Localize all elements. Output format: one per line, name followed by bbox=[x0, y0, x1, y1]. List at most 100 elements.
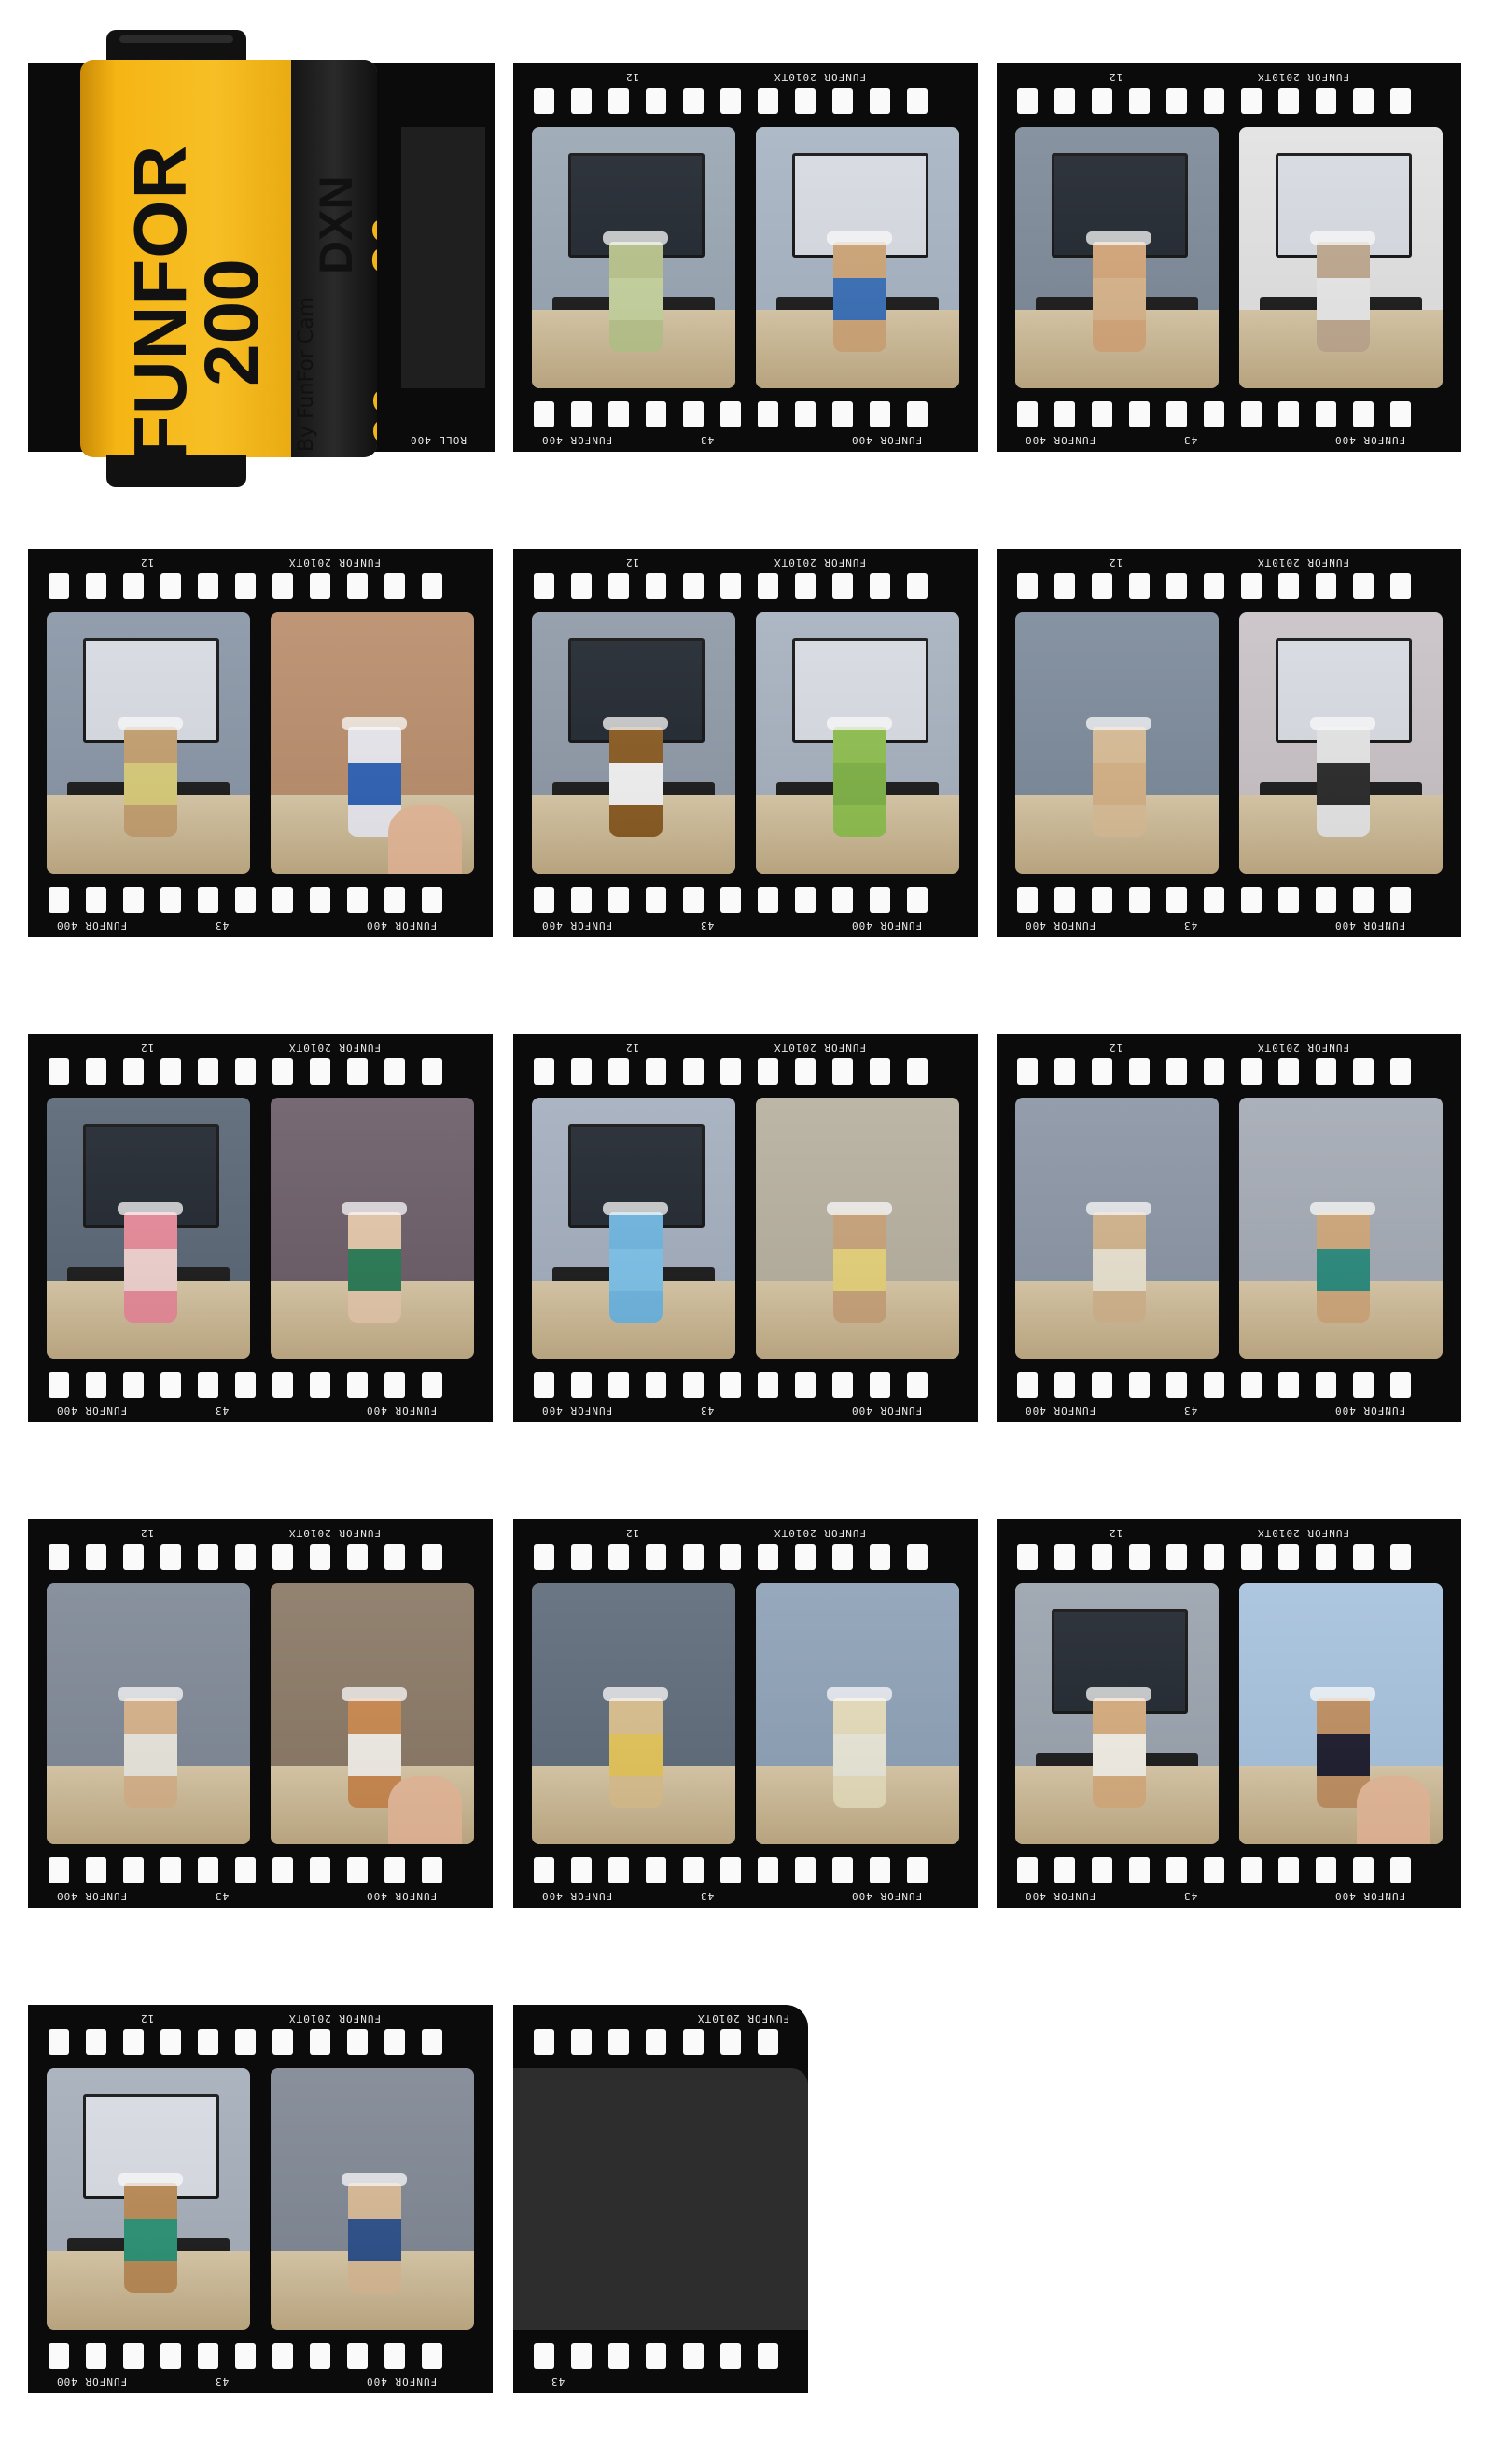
film-edge-label: 43 bbox=[700, 1890, 715, 1902]
cup-lid bbox=[1086, 231, 1152, 245]
film-edge-label: FUNFOR 400 bbox=[541, 1890, 613, 1902]
drink-photo bbox=[532, 1583, 735, 1844]
cup-lid bbox=[118, 717, 184, 730]
perforation-hole bbox=[49, 1544, 69, 1570]
perforation-hole bbox=[1017, 1058, 1038, 1085]
perforation-hole bbox=[160, 1372, 181, 1398]
film-edge-label: 43 bbox=[551, 2375, 565, 2387]
perforation-hole bbox=[608, 88, 629, 114]
cup-sleeve bbox=[347, 763, 401, 806]
cup-lid bbox=[342, 717, 408, 730]
perforation-hole bbox=[384, 2343, 405, 2369]
perforation-hole bbox=[272, 1544, 293, 1570]
perforation-hole bbox=[49, 2029, 69, 2055]
cup-lid bbox=[118, 1687, 184, 1701]
film-edge-label: 12 bbox=[1109, 71, 1123, 83]
perforation-hole bbox=[1017, 573, 1038, 599]
frame-shade bbox=[47, 612, 250, 874]
cartridge-body: FUNFOR 200 By FunFor Cam DXN 36.exp 200 bbox=[80, 60, 377, 457]
perforation-hole bbox=[571, 573, 592, 599]
perforation-row-bottom bbox=[513, 401, 978, 427]
perforation-hole bbox=[384, 1857, 405, 1883]
frame-shade bbox=[756, 1098, 959, 1359]
photo-frame bbox=[1239, 1098, 1443, 1359]
cup-sleeve bbox=[1316, 763, 1370, 806]
perforation-hole bbox=[235, 2343, 256, 2369]
photo-frame bbox=[1015, 127, 1219, 388]
perforation-hole bbox=[1316, 1372, 1336, 1398]
frame-shade bbox=[756, 1583, 959, 1844]
film-edge-label: 43 bbox=[215, 919, 230, 931]
perforation-hole bbox=[49, 1857, 69, 1883]
film-edge-label: 12 bbox=[1109, 1042, 1123, 1054]
perforation-hole bbox=[1017, 401, 1038, 427]
perforation-hole bbox=[832, 573, 853, 599]
perforation-hole bbox=[384, 1058, 405, 1085]
perforation-hole bbox=[534, 401, 554, 427]
perforation-row-bottom bbox=[513, 2343, 808, 2369]
cup-lid bbox=[342, 1202, 408, 1215]
drink-photo bbox=[1015, 127, 1219, 388]
photo-frame bbox=[1015, 612, 1219, 874]
drink-photo bbox=[756, 1098, 959, 1359]
cup-sleeve bbox=[832, 1249, 886, 1292]
film-edge-label: 43 bbox=[1183, 919, 1198, 931]
perforation-hole bbox=[1054, 1372, 1075, 1398]
perforation-hole bbox=[1316, 887, 1336, 913]
perforation-hole bbox=[870, 88, 890, 114]
film-edge-label: 12 bbox=[625, 1042, 640, 1054]
perforation-hole bbox=[347, 2029, 368, 2055]
perforation-hole bbox=[310, 573, 330, 599]
perforation-hole bbox=[534, 573, 554, 599]
perforation-hole bbox=[720, 401, 741, 427]
perforation-hole bbox=[608, 2343, 629, 2369]
perforation-hole bbox=[1166, 887, 1187, 913]
perforation-hole bbox=[347, 2343, 368, 2369]
photo-hand bbox=[1357, 1776, 1430, 1844]
perforation-hole bbox=[422, 1544, 442, 1570]
perforation-hole bbox=[646, 1857, 666, 1883]
perforation-hole bbox=[1054, 887, 1075, 913]
perforation-hole bbox=[907, 401, 928, 427]
cup-sleeve bbox=[123, 763, 177, 806]
perforation-hole bbox=[1166, 1372, 1187, 1398]
perforation-hole bbox=[384, 1372, 405, 1398]
perforation-hole bbox=[832, 88, 853, 114]
perforation-hole bbox=[683, 401, 704, 427]
perforation-hole bbox=[571, 2029, 592, 2055]
perforation-hole bbox=[608, 887, 629, 913]
perforation-hole bbox=[235, 887, 256, 913]
perforation-hole bbox=[870, 401, 890, 427]
film-edge-label: FUNFOR 400 bbox=[365, 1890, 437, 1902]
perforation-hole bbox=[1054, 1058, 1075, 1085]
perforation-hole bbox=[571, 88, 592, 114]
film-edge-label: FUNFOR 2010TX bbox=[287, 1042, 381, 1054]
cup-sleeve bbox=[608, 1249, 663, 1292]
perforation-hole bbox=[235, 2029, 256, 2055]
cartridge-top-cap bbox=[106, 30, 246, 65]
perforation-hole bbox=[1241, 573, 1262, 599]
perforation-hole bbox=[758, 573, 778, 599]
perforation-hole bbox=[1166, 1544, 1187, 1570]
perforation-hole bbox=[198, 2343, 218, 2369]
perforation-hole bbox=[683, 1857, 704, 1883]
perforation-hole bbox=[1204, 1857, 1224, 1883]
cup-sleeve bbox=[1092, 1734, 1146, 1777]
perforation-hole bbox=[422, 2029, 442, 2055]
perforation-hole bbox=[1204, 1544, 1224, 1570]
perforation-row-top bbox=[28, 1544, 493, 1570]
perforation-hole bbox=[272, 573, 293, 599]
film-edge-label: FUNFOR 400 bbox=[1333, 1405, 1405, 1417]
cup-sleeve bbox=[123, 1249, 177, 1292]
perforation-row-bottom bbox=[28, 887, 493, 913]
perforation-hole bbox=[1092, 573, 1112, 599]
perforation-hole bbox=[1054, 573, 1075, 599]
perforation-hole bbox=[1278, 573, 1299, 599]
perforation-row-top bbox=[513, 1058, 978, 1085]
frame-shade bbox=[532, 1583, 735, 1844]
perforation-hole bbox=[123, 1857, 144, 1883]
perforation-hole bbox=[758, 887, 778, 913]
perforation-hole bbox=[1092, 1857, 1112, 1883]
